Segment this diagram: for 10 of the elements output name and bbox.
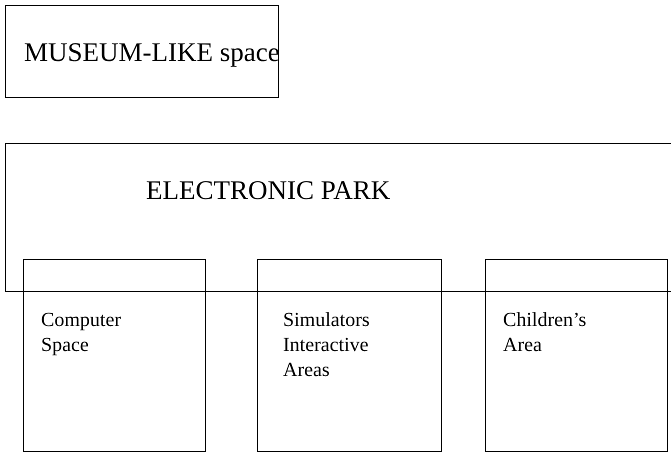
zone-box: [257, 259, 442, 452]
zone-box: [23, 259, 206, 452]
title-box: [5, 5, 279, 98]
zone-label: Children’s Area: [503, 308, 588, 358]
area-box: [5, 143, 671, 292]
zone-box: [485, 259, 668, 452]
heading-text: ELECTRONIC PARK: [146, 174, 390, 207]
zone-label: Computer Space: [41, 308, 122, 358]
heading-text: MUSEUM-LIKE space: [24, 36, 280, 69]
zone-label: Simulators Interactive Areas: [283, 308, 371, 383]
